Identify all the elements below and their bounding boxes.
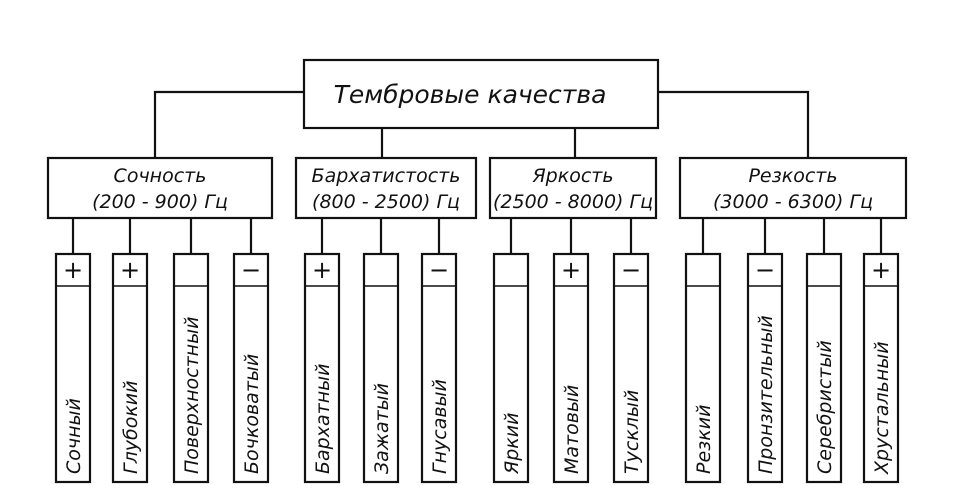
leaf-node: − Пронзительный — [746, 252, 784, 484]
category-name: Бархатистость — [312, 165, 461, 187]
root-title: Тембровые качества — [334, 80, 607, 109]
category-range: (3000 - 6300) Гц — [713, 191, 873, 213]
leaf-box — [492, 252, 530, 484]
category-node-1: Сочность (200 - 900) Гц — [46, 156, 274, 220]
leaf-label: Серебристый — [814, 340, 836, 474]
root-box — [302, 58, 660, 130]
leaf-node: + Бархатный — [303, 252, 341, 484]
leaf-node: + Глубокий — [111, 252, 149, 484]
sign-mark: − — [429, 256, 449, 284]
leaf-box — [172, 252, 210, 484]
root-node: Тембровые качества — [302, 58, 660, 130]
sign-mark: − — [621, 256, 641, 284]
category-name: Яркость — [531, 165, 613, 187]
leaf-node: − Бочковатый — [232, 252, 270, 484]
sign-mark: + — [312, 256, 332, 284]
leaf-node: Поверхностный — [172, 252, 210, 484]
leaf-box — [746, 252, 784, 484]
leaf-label: Гнусавый — [429, 379, 451, 474]
leaf-label: Зажатый — [371, 383, 393, 474]
leaf-node: Зажатый — [362, 252, 400, 484]
sign-mark: + — [871, 256, 891, 284]
category-node-2: Бархатистость (800 - 2500) Гц — [294, 156, 478, 220]
category-node-4: Резкость (3000 - 6300) Гц — [678, 156, 908, 220]
sign-mark: + — [63, 256, 83, 284]
category-range: (200 - 900) Гц — [92, 191, 228, 213]
leaf-box — [862, 252, 900, 484]
leaf-label: Сочный — [63, 398, 85, 474]
category-box — [488, 156, 658, 220]
root-bus-right — [658, 90, 810, 158]
leaf-box — [420, 252, 458, 484]
leaf-node: Яркий — [492, 252, 530, 484]
leaf-node: + Сочный — [54, 252, 92, 484]
connector-lines — [71, 90, 883, 254]
leaf-label: Яркий — [501, 413, 523, 475]
leaf-box — [362, 252, 400, 484]
category-name: Резкость — [748, 165, 837, 187]
leaf-label: Матовый — [561, 385, 583, 474]
category-box — [46, 156, 274, 220]
leaf-node: + Матовый — [552, 252, 590, 484]
category-box — [294, 156, 478, 220]
leaf-box — [552, 252, 590, 484]
leaf-box — [805, 252, 843, 484]
sign-mark: + — [561, 256, 581, 284]
leaf-box — [232, 252, 270, 484]
category-name: Сочность — [114, 165, 207, 187]
leaf-node: Резкий — [684, 252, 722, 484]
leaf-label: Хрустальный — [871, 341, 893, 475]
leaf-box — [303, 252, 341, 484]
sign-mark: + — [120, 256, 140, 284]
leaf-node: Серебристый — [805, 252, 843, 484]
leaf-label: Бочковатый — [241, 354, 263, 474]
category-range: (800 - 2500) Гц — [312, 191, 460, 213]
leaf-box — [612, 252, 650, 484]
leaf-label: Поверхностный — [181, 317, 203, 474]
sign-mark: − — [241, 256, 261, 284]
leaf-node: + Хрустальный — [862, 252, 900, 484]
category-range: (2500 - 8000) Гц — [493, 191, 653, 213]
sign-mark: − — [755, 256, 775, 284]
leaf-label: Бархатный — [312, 364, 334, 474]
leaf-node: − Гнусавый — [420, 252, 458, 484]
leaf-node: − Тусклый — [612, 252, 650, 484]
leaf-label: Глубокий — [120, 381, 142, 475]
leaf-box — [111, 252, 149, 484]
category-box — [678, 156, 908, 220]
leaf-label: Тусклый — [621, 390, 643, 474]
leaf-box — [684, 252, 722, 484]
root-bus-left — [153, 90, 304, 158]
category-layer: Сочность (200 - 900) Гц Бархатистость (800 … — [46, 156, 908, 220]
leaf-box — [54, 252, 92, 484]
category-node-3: Яркость (2500 - 8000) Гц — [488, 156, 658, 220]
leaf-label: Резкий — [693, 405, 715, 474]
leaf-layer: + Сочный + Глубокий Поверхностный − Бочковатый… — [54, 252, 900, 484]
leaf-label: Пронзительный — [755, 315, 777, 474]
